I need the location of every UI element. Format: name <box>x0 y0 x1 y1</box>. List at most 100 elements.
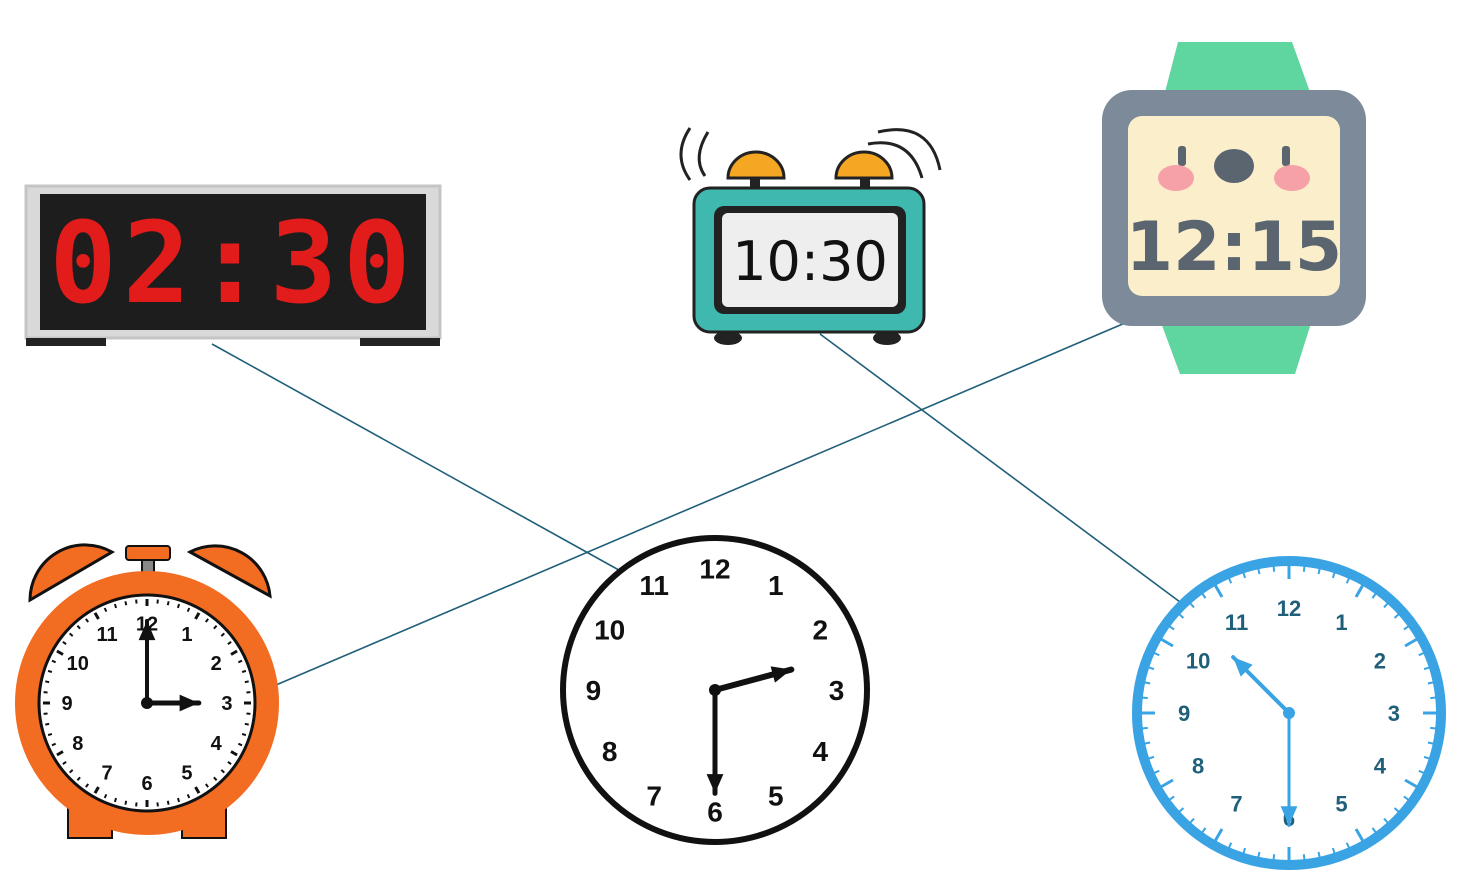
analog_blue-number: 7 <box>1230 792 1242 817</box>
analog_orange-tick <box>244 680 249 684</box>
analog_orange-tick <box>45 722 50 726</box>
analog_orange-tick <box>237 659 243 664</box>
analog_blue-tick <box>1160 778 1174 789</box>
analog_blue-tick <box>1354 584 1365 598</box>
analog_black-number: 9 <box>586 675 602 706</box>
led-clock-foot-left <box>26 338 106 346</box>
analog_orange-tick <box>93 786 100 794</box>
analog_blue-tick <box>1393 613 1400 619</box>
analog_blue-tick <box>1242 571 1247 579</box>
alarm-foot-right <box>873 331 901 345</box>
watch-cheek-right <box>1274 165 1310 191</box>
analog_blue-hand-arrow <box>1280 806 1298 826</box>
analog_blue-tick <box>1178 613 1185 619</box>
analog_blue-tick <box>1404 637 1418 648</box>
analog_orange-tick <box>62 641 67 646</box>
analog_orange-tick <box>213 776 218 781</box>
analog_orange-tick <box>227 760 232 765</box>
analog_blue-tick <box>1383 817 1389 824</box>
analog_blue-number: 5 <box>1335 792 1347 817</box>
alarm-clock-time: 10:30 <box>732 230 888 293</box>
analog_orange-tick <box>241 669 247 674</box>
analog_orange-tick <box>51 659 57 664</box>
analog_blue-tick <box>1141 726 1148 730</box>
analog_blue-tick <box>1160 637 1174 648</box>
analog_orange-number: 10 <box>67 653 89 675</box>
analog_blue-tick <box>1302 565 1306 572</box>
analog_blue-tick <box>1272 565 1276 572</box>
analog_blue-number: 2 <box>1374 648 1386 673</box>
ring-mark-left-outer <box>679 127 692 181</box>
analog_blue-tick <box>1153 769 1160 775</box>
analog_blue-tick <box>1168 795 1175 801</box>
ring-mark-right-outer <box>877 128 942 171</box>
analog_blue-tick <box>1418 769 1425 775</box>
analog_orange-tick <box>62 760 67 765</box>
analog_orange-tick <box>85 618 90 623</box>
analog_blue-tick <box>1423 755 1431 760</box>
analog_orange-tick <box>186 607 191 613</box>
led-clock-foot-right <box>360 338 440 346</box>
analog_orange-tick <box>176 797 181 803</box>
analog_orange-number: 3 <box>221 693 232 715</box>
analog_black-number: 3 <box>829 675 845 706</box>
analog_blue-tick <box>1331 847 1336 855</box>
digital-alarm-clock: 10:30 <box>679 127 942 345</box>
analog_orange-tick <box>113 797 118 803</box>
analog_blue-tick <box>1418 651 1425 657</box>
analog_orange-tick <box>103 607 108 613</box>
analog_blue-tick <box>1354 828 1365 842</box>
analog_blue-tick <box>1427 741 1434 745</box>
analog_orange-tick <box>244 722 249 726</box>
analog_black-hub <box>709 684 721 696</box>
analog_orange-tick <box>194 786 201 794</box>
analog_blue-tick <box>1201 827 1207 834</box>
analog_orange-tick <box>124 800 128 805</box>
analog_orange-number: 2 <box>211 653 222 675</box>
analog_orange-number: 6 <box>141 773 152 795</box>
analog_orange-number: 4 <box>211 733 223 755</box>
analog_blue-number: 1 <box>1335 610 1347 635</box>
ring-mark-right-inner <box>867 141 924 179</box>
analog_blue-tick <box>1371 827 1377 834</box>
analog_black-number: 4 <box>813 736 829 767</box>
analog_blue-tick <box>1371 592 1377 599</box>
analog_blue-tick <box>1189 602 1195 609</box>
analog_orange-tick <box>69 632 74 637</box>
watch-eye-right <box>1282 146 1290 166</box>
digital-led-clock: 02:30 <box>24 184 442 346</box>
analog_blue-tick <box>1201 592 1207 599</box>
analog_orange-tick <box>113 603 118 609</box>
analog_blue-tick <box>1147 666 1155 671</box>
analog_blue-tick <box>1227 577 1233 584</box>
analog_blue-tick <box>1423 666 1431 671</box>
analog_blue-tick <box>1317 568 1321 575</box>
analog_orange-tick <box>47 732 53 737</box>
analog_blue-tick <box>1178 807 1185 813</box>
watch-band-bottom <box>1160 320 1312 374</box>
watch-eye-left <box>1178 146 1186 166</box>
analog_orange-rim <box>15 571 279 835</box>
analog_orange-number: 11 <box>96 624 117 646</box>
bell-right-stem <box>860 178 870 188</box>
analog_blue-tick <box>1403 625 1410 631</box>
smart-watch-time: 12:15 <box>1126 208 1342 287</box>
analog_blue-hub <box>1283 707 1295 719</box>
analog_black-number: 1 <box>768 570 784 601</box>
analog_blue-tick <box>1257 568 1261 575</box>
analog_orange-tick <box>194 612 201 620</box>
smart-watch: 12:15 <box>1102 42 1366 374</box>
bell-left-icon <box>726 150 786 180</box>
analog_orange-tick <box>227 641 232 646</box>
orange-clock-knob <box>125 545 171 561</box>
analog_black-number: 6 <box>707 797 723 828</box>
analog_blue-hand-arrow <box>1233 657 1253 677</box>
analog_blue-tick <box>1331 571 1336 579</box>
analog_orange-tick <box>93 612 100 620</box>
analog_blue-tick <box>1393 807 1400 813</box>
analog_orange-number: 7 <box>101 762 112 784</box>
analog_blue-tick <box>1144 741 1151 745</box>
analog_blue-tick <box>1189 817 1195 824</box>
